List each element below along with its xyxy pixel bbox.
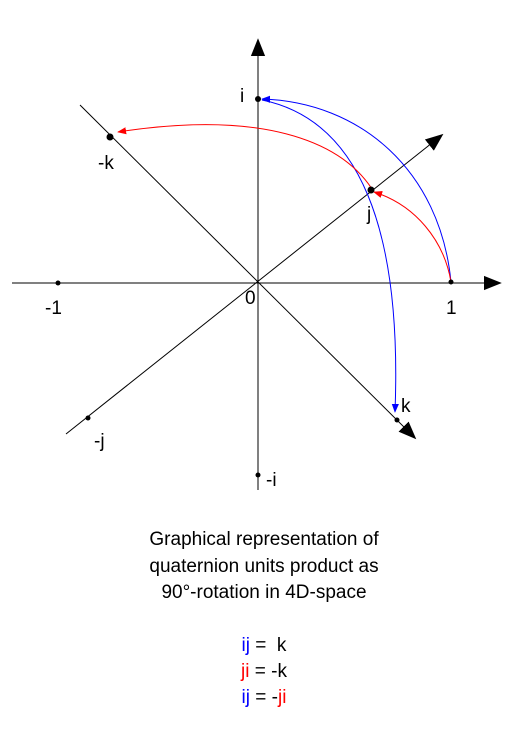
eq3-rhs: ji xyxy=(277,687,287,708)
eq3-mid: = - xyxy=(250,687,278,708)
equation-ij-equals-k: ij = k xyxy=(0,636,528,655)
label-neg-k: -k xyxy=(98,153,114,174)
label-neg-one: -1 xyxy=(45,298,62,319)
red-arc-one-to-j xyxy=(373,191,452,283)
quaternion-rotation-diagram xyxy=(12,38,502,490)
point-one xyxy=(448,279,454,285)
eq3-lhs: ij xyxy=(241,687,250,708)
label-neg-j: -j xyxy=(94,431,105,452)
label-j: j xyxy=(367,204,372,225)
point-neg-k xyxy=(106,133,114,141)
k-axis xyxy=(79,104,417,440)
eq1-lhs: ij xyxy=(241,635,250,656)
point-j xyxy=(367,186,375,194)
label-neg-i: -i xyxy=(266,470,277,491)
equation-ij-equals-neg-ji: ij = -ji xyxy=(0,688,528,707)
red-arc-j-to-neg-k xyxy=(117,124,373,190)
label-origin: 0 xyxy=(245,288,256,309)
point-neg-i xyxy=(255,472,261,478)
caption-line-3: 90°-rotation in 4D-space xyxy=(161,582,367,603)
point-k xyxy=(394,417,400,423)
label-i: i xyxy=(240,86,245,107)
point-neg-j xyxy=(85,415,91,421)
j-axis xyxy=(65,133,444,435)
point-neg-one xyxy=(55,280,61,286)
point-i xyxy=(255,96,261,102)
equation-ji-equals-neg-k: ji = -k xyxy=(0,662,528,681)
blue-arc-i-to-k xyxy=(261,99,399,413)
label-k: k xyxy=(401,396,411,417)
label-one: 1 xyxy=(446,298,457,319)
caption-line-2: quaternion units product as xyxy=(149,556,379,577)
caption-line-1: Graphical representation of xyxy=(149,529,379,550)
eq2-lhs: ji xyxy=(241,661,250,682)
eq1-rest: = k xyxy=(250,635,287,656)
eq2-rest: = -k xyxy=(249,661,287,682)
blue-arc-one-to-i xyxy=(261,95,452,283)
